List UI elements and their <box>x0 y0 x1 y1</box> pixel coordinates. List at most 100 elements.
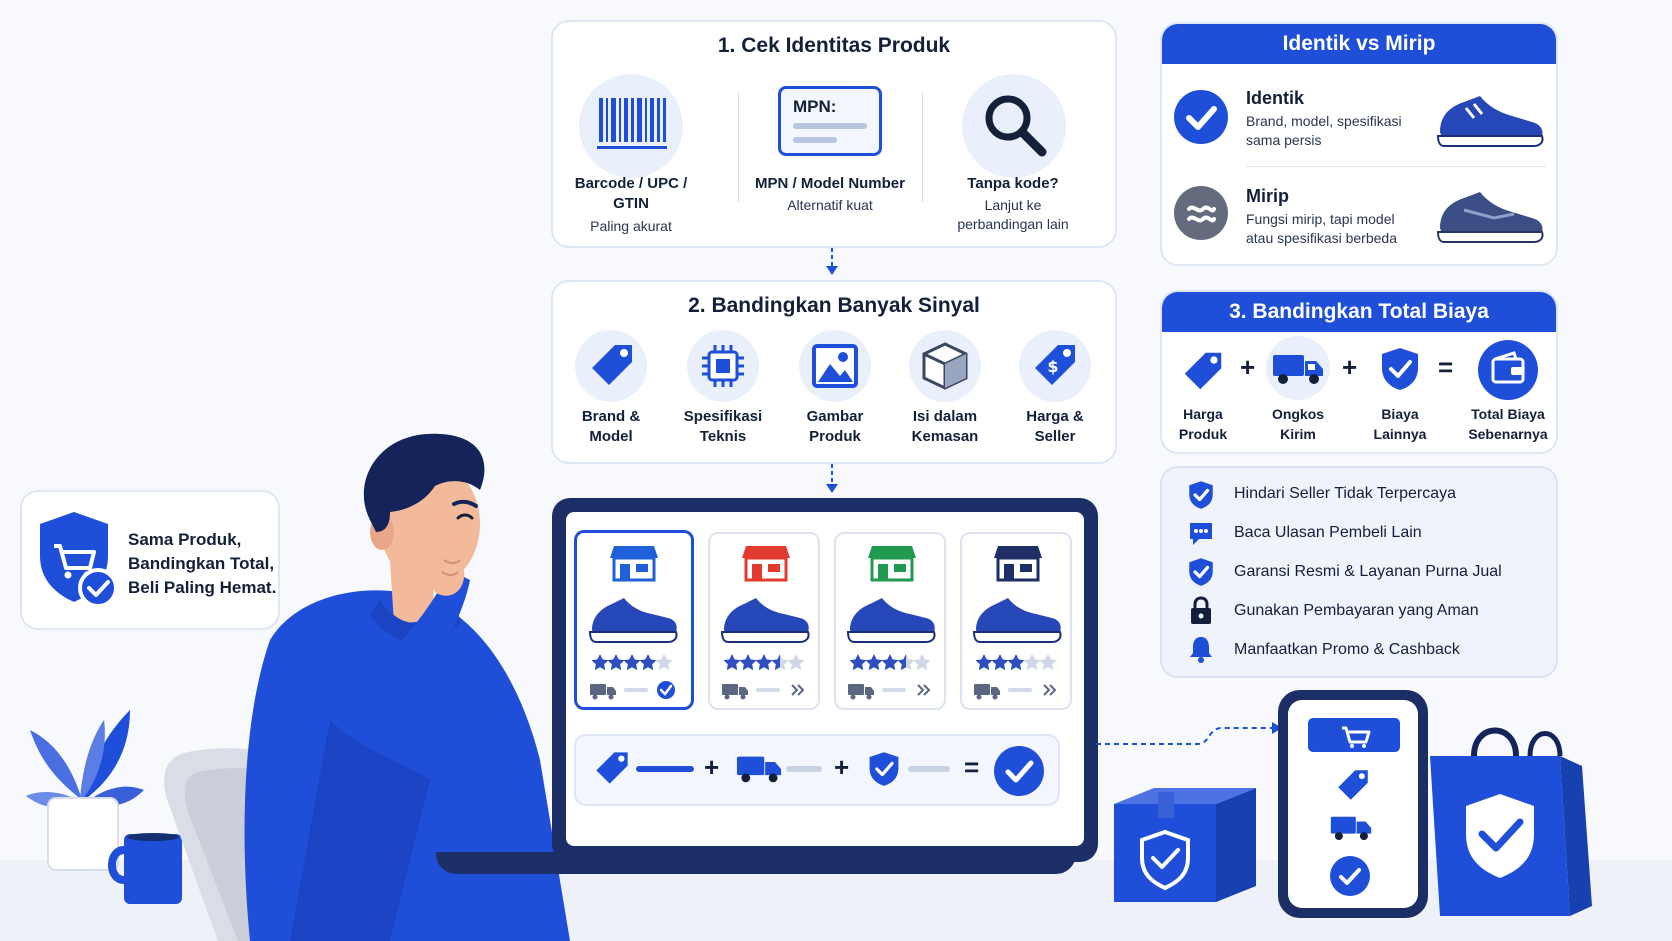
equals-op: = <box>964 752 980 782</box>
shopping-bag-illustration <box>1430 727 1592 916</box>
arrow-down-icon <box>826 248 838 275</box>
store-icon <box>994 546 1042 582</box>
step2-card: 2. Bandingkan Banyak Sinyal Brand & Mode… <box>551 280 1117 464</box>
biaya-lainnya-label: Biaya Lainnya <box>1373 406 1427 442</box>
truck-icon <box>722 684 748 700</box>
shield-cart-icon <box>40 512 118 608</box>
mpn-card-icon: MPN: <box>778 86 882 156</box>
truck-icon <box>1330 816 1372 841</box>
shield-check-icon <box>869 752 899 786</box>
divider <box>738 92 739 202</box>
plus-op: + <box>834 752 850 782</box>
barcode-icon <box>597 98 667 149</box>
tip-item: Baca Ulasan Pembeli Lain <box>1234 524 1422 541</box>
total-biaya-label: Total Biaya Sebenarnya <box>1468 406 1548 442</box>
shoe-icon <box>1436 192 1544 243</box>
lock-icon <box>1191 596 1211 624</box>
star-icon <box>755 654 773 671</box>
store-product-1 <box>588 546 678 700</box>
star-icon <box>913 654 931 671</box>
phone-cart-button[interactable] <box>1308 718 1400 752</box>
chevron-right-icon <box>917 684 931 696</box>
compare-card: Identik vs Mirip Identik Brand, model, s… <box>1160 22 1558 266</box>
star-icon <box>607 654 625 671</box>
star-icon <box>881 654 899 671</box>
star-icon <box>897 654 915 671</box>
parcel-box-illustration <box>1114 788 1256 902</box>
mirip-approx-icon <box>1174 186 1228 240</box>
isi-kemasan-label: Isi dalam Kemasan <box>911 408 979 445</box>
badge-line: Bandingkan Total, <box>128 554 275 573</box>
check-circle-icon[interactable] <box>994 746 1044 796</box>
magnifier-icon <box>985 95 1047 157</box>
divider <box>922 92 923 202</box>
harga-seller-label: Harga & Seller <box>1026 408 1084 445</box>
star-icon <box>975 654 993 671</box>
star-icon <box>771 654 789 671</box>
shield-check-icon <box>1189 558 1213 586</box>
barcode-label: Barcode / UPC / GTIN <box>574 175 688 212</box>
shoe-icon <box>846 598 936 643</box>
store-product-3 <box>846 546 936 700</box>
shield-check-icon <box>1189 481 1213 509</box>
shoe-icon <box>1436 96 1544 147</box>
star-icon <box>1007 654 1025 671</box>
mirip-desc: Fungsi mirip, tapi model atau spesifikas… <box>1246 211 1397 246</box>
step1-title: 1. Cek Identitas Produk <box>717 34 951 57</box>
tip-item: Gunakan Pembayaran yang Aman <box>1234 602 1479 619</box>
store-icon <box>610 546 658 582</box>
tanpa-kode-sub: Lanjut ke perbandingan lain <box>957 197 1069 232</box>
badge-line: Sama Produk, <box>128 530 242 549</box>
bell-icon <box>1190 637 1212 663</box>
price-tag-icon: $ <box>1035 345 1075 385</box>
chevron-right-icon <box>791 684 805 696</box>
bar-fill <box>908 766 950 772</box>
spesifikasi-label: Spesifikasi Teknis <box>683 408 763 445</box>
star-icon <box>991 654 1009 671</box>
person-illustration <box>244 433 571 941</box>
chevron-right-icon <box>1043 684 1057 696</box>
chat-icon <box>1190 523 1212 545</box>
connector-arrow-icon <box>1096 722 1282 745</box>
tip-item: Hindari Seller Tidak Terpercaya <box>1234 485 1457 502</box>
box-icon <box>922 342 968 390</box>
tag-icon <box>592 345 632 385</box>
phone-check-icon[interactable] <box>1330 856 1370 896</box>
store-product-4 <box>972 546 1062 700</box>
shoe-icon <box>588 598 678 643</box>
mpn-sub: Alternatif kuat <box>787 197 873 213</box>
step1-card: 1. Cek Identitas Produk Barcode / UPC / … <box>551 20 1117 248</box>
harga-produk-label: Harga Produk <box>1178 406 1228 442</box>
mug-illustration <box>108 833 182 904</box>
truck-icon <box>1273 355 1323 384</box>
equals-op: = <box>1438 352 1454 382</box>
bar-fill <box>636 766 694 772</box>
shield-check-icon <box>1382 348 1418 390</box>
bar-fill <box>786 766 822 772</box>
mpn-label: MPN / Model Number <box>754 175 905 192</box>
wallet-icon <box>1478 340 1538 400</box>
truck-icon <box>590 684 616 700</box>
check-circle-icon <box>657 681 675 699</box>
star-icon <box>865 654 883 671</box>
step3-title: 3. Bandingkan Total Biaya <box>1162 292 1556 332</box>
tanpa-kode-label: Tanpa kode? <box>967 175 1059 192</box>
brand-model-label: Brand & Model <box>581 408 641 445</box>
magnifier-circle <box>962 74 1066 178</box>
star-icon <box>655 654 673 671</box>
image-icon <box>812 344 858 388</box>
star-icon <box>723 654 741 671</box>
store-icon <box>742 546 790 582</box>
compare-title: Identik vs Mirip <box>1162 24 1556 64</box>
identik-desc: Brand, model, spesifikasi sama persis <box>1246 113 1402 148</box>
svg-text:$: $ <box>1047 357 1058 376</box>
star-icon <box>1023 654 1041 671</box>
arrow-down-icon <box>826 464 838 493</box>
mirip-title: Mirip <box>1246 186 1289 206</box>
star-icon <box>591 654 609 671</box>
step2-title: 2. Bandingkan Banyak Sinyal <box>688 294 980 317</box>
tips-card <box>1160 466 1558 678</box>
barcode-sub: Paling akurat <box>590 218 672 234</box>
plant-illustration <box>26 710 144 871</box>
cart-icon <box>1342 726 1371 748</box>
